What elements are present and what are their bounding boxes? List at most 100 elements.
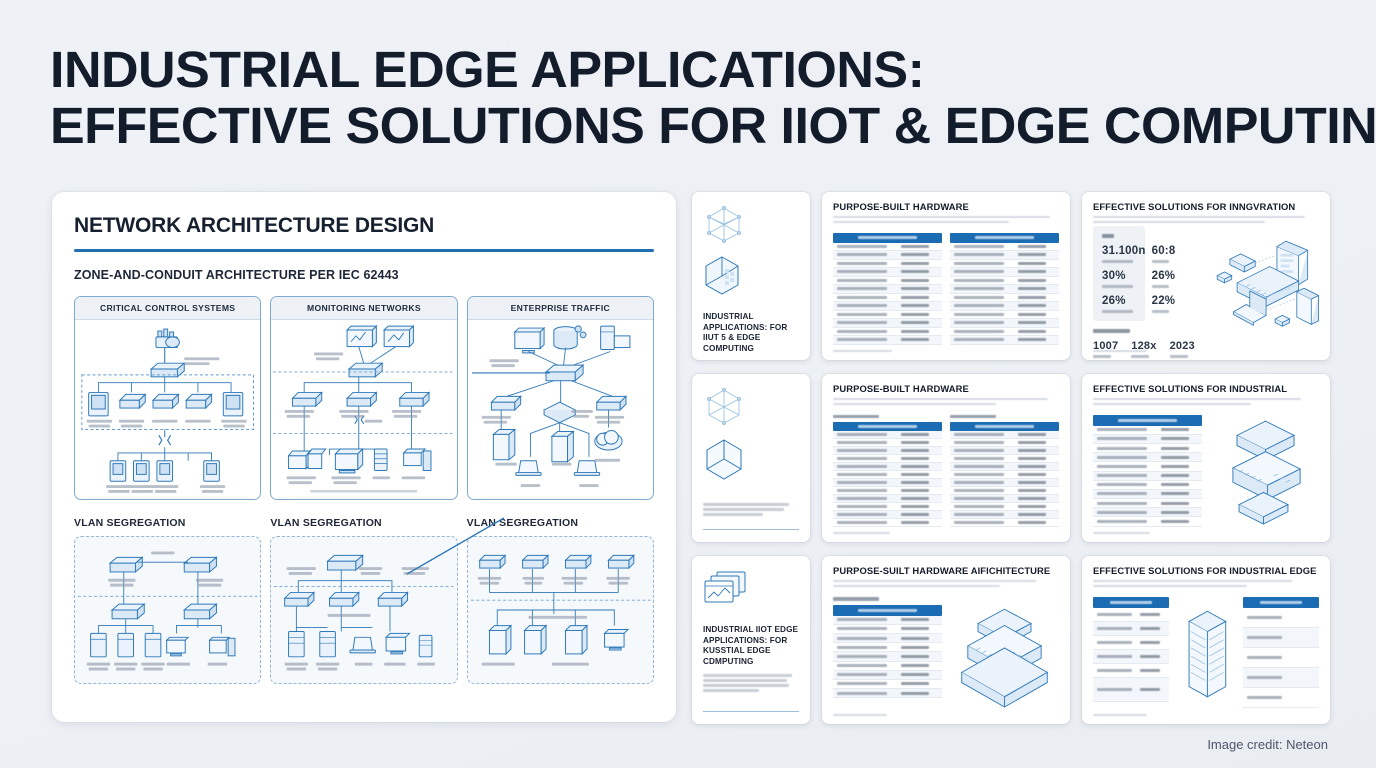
table-row — [833, 251, 942, 260]
table-row — [833, 311, 942, 320]
vlan-diagram-3[interactable] — [466, 535, 654, 684]
thumbnail-cover-1[interactable]: INDUSTRIAL APPLICATIONS: FOR IIUT 5 & ED… — [692, 192, 810, 360]
isometric-cube-icon — [703, 255, 799, 302]
thumbnail-cover-3[interactable]: INDUSTRIAL IIOT EDGE APPLICATIONS: FOR K… — [692, 556, 810, 724]
mini-table-left — [833, 596, 942, 709]
table-row — [1093, 434, 1202, 444]
thumbnail-purpose-built-hardware-architecture[interactable]: PURPOSE-SUILT HARDWARE AIFICHITECTURE — [822, 556, 1070, 724]
table-row — [1093, 453, 1202, 463]
table-row — [1093, 621, 1169, 636]
table-row — [1093, 481, 1202, 490]
stat-item: 26% — [1151, 270, 1176, 288]
mini-table-right — [950, 232, 1059, 345]
table-row — [950, 311, 1059, 320]
thumbnail-title: EFFECTIVE SOLUTIONS FOR INDUSTRIAL — [1093, 383, 1288, 394]
table-row — [950, 478, 1059, 487]
table-row — [950, 319, 1059, 328]
thumbnail-purpose-built-hardware-1[interactable]: PURPOSE-BUILT HARDWARE — [822, 192, 1070, 360]
table-row — [1093, 462, 1202, 472]
thumbnail-title: PURPOSE-SUILT HARDWARE AIFICHITECTURE — [833, 565, 1051, 576]
thumbnail-title: INDUSTRIAL IIOT EDGE APPLICATIONS: FOR K… — [703, 625, 799, 666]
stat-item: 128x — [1131, 340, 1156, 358]
zone-critical-control-systems[interactable]: CRITICAL CONTROL SYSTEMS — [74, 295, 262, 500]
table-row — [833, 471, 942, 479]
window-stack-icon — [703, 570, 799, 615]
zone-diagram — [271, 320, 456, 499]
thumbnail-footer — [1093, 349, 1319, 352]
isometric-rack-icon — [1177, 597, 1236, 709]
thumbnail-row-2: PURPOSE-BUILT HARDWARE — [692, 374, 1330, 542]
thumbnail-title: PURPOSE-BUILT HARDWARE — [833, 201, 969, 212]
table-header — [833, 604, 942, 616]
table-row — [950, 328, 1059, 337]
zone-row: CRITICAL CONTROL SYSTEMS — [74, 295, 654, 500]
thumbnail-purpose-built-hardware-2[interactable]: PURPOSE-BUILT HARDWARE — [822, 374, 1070, 542]
thumbnail-effective-solutions-industrial[interactable]: EFFECTIVE SOLUTIONS FOR INDUSTRIAL — [1082, 374, 1330, 542]
table-row — [833, 463, 942, 471]
thumbnail-title: EFFECTIVE SOLUTIONS FOR INNGVRATION — [1093, 201, 1296, 212]
thumbnail-subtext — [1093, 398, 1319, 408]
table-row — [833, 662, 942, 671]
vlan-column-1: VLAN SEGREGATION — [74, 516, 262, 684]
card-title: NETWORK ARCHITECTURE DESIGN — [74, 214, 435, 237]
table-row — [833, 277, 942, 286]
stat-value: 128x — [1131, 339, 1157, 352]
thumbnail-footer — [833, 349, 1059, 352]
table-row — [950, 285, 1059, 294]
vlan-diagram-1[interactable] — [74, 535, 262, 684]
vlan-column-3: VLAN SEGREGATION — [466, 516, 654, 684]
monitoring-networks-diagram-svg — [273, 324, 453, 493]
stat-label — [1151, 309, 1169, 313]
table-row — [833, 615, 942, 625]
table-row — [950, 487, 1059, 495]
table-row — [833, 243, 942, 252]
zone-enterprise-traffic[interactable]: ENTERPRISE TRAFFIC — [466, 295, 654, 500]
table-row — [833, 643, 942, 653]
zone-diagram — [75, 320, 260, 499]
stats-area: 31.100n 60:8 30% 26% 26% 22% — [1093, 225, 1319, 358]
isometric-server-laptop-icon — [1210, 226, 1319, 345]
network-nodes-icon — [703, 386, 799, 431]
stat-label — [1151, 284, 1169, 288]
table-row — [833, 328, 942, 337]
thumbnail-table-illustration-area — [1093, 596, 1319, 709]
table-header — [833, 232, 942, 243]
table-row — [833, 455, 942, 464]
vlan-label: VLAN SEGREGATION — [74, 516, 186, 529]
table-row — [833, 625, 942, 634]
stat-item: 30% — [1102, 270, 1146, 288]
stat-label — [1169, 354, 1188, 358]
isometric-building-icon — [950, 597, 1059, 709]
mini-table-left — [833, 414, 942, 527]
table-row — [833, 633, 942, 644]
vlan-diagram-1-svg — [77, 550, 258, 670]
table-row — [950, 302, 1059, 311]
stats-secondary-grid: 1007 128x 2023 — [1093, 340, 1201, 358]
vlan-diagram-2[interactable] — [270, 535, 458, 684]
stats-secondary: 1007 128x 2023 — [1093, 328, 1201, 358]
thumbnail-cover-2[interactable] — [692, 374, 810, 542]
vlan-label: VLAN SEGREGATION — [466, 516, 579, 529]
mini-table-left — [833, 232, 942, 345]
thumbnail-table-illustration-area — [833, 596, 1059, 709]
table-row — [833, 670, 942, 680]
stats-caption — [1093, 328, 1130, 333]
table-row — [950, 519, 1059, 527]
network-nodes-icon — [703, 204, 799, 249]
table-row — [833, 680, 942, 690]
stat-label — [1102, 309, 1134, 313]
table-row — [1243, 608, 1319, 628]
thumbnail-effective-solutions-innovation[interactable]: EFFECTIVE SOLUTIONS FOR INNGVRATION 31.1… — [1082, 192, 1330, 360]
table-row — [950, 494, 1059, 503]
zone-header-label: CRITICAL CONTROL SYSTEMS — [75, 296, 261, 320]
stat-label — [1093, 354, 1112, 358]
table-row — [950, 503, 1059, 511]
table-row — [950, 336, 1059, 345]
thumbnail-grid: INDUSTRIAL APPLICATIONS: FOR IIUT 5 & ED… — [692, 192, 1330, 724]
mini-table-left — [1093, 414, 1202, 527]
thumbnail-subtext — [833, 580, 1059, 590]
table-row — [950, 463, 1059, 471]
thumbnail-effective-solutions-industrial-edge[interactable]: EFFECTIVE SOLUTIONS FOR INDUSTRIAL EDGE — [1082, 556, 1330, 724]
zone-monitoring-networks[interactable]: MONITORING NETWORKS — [270, 295, 458, 500]
